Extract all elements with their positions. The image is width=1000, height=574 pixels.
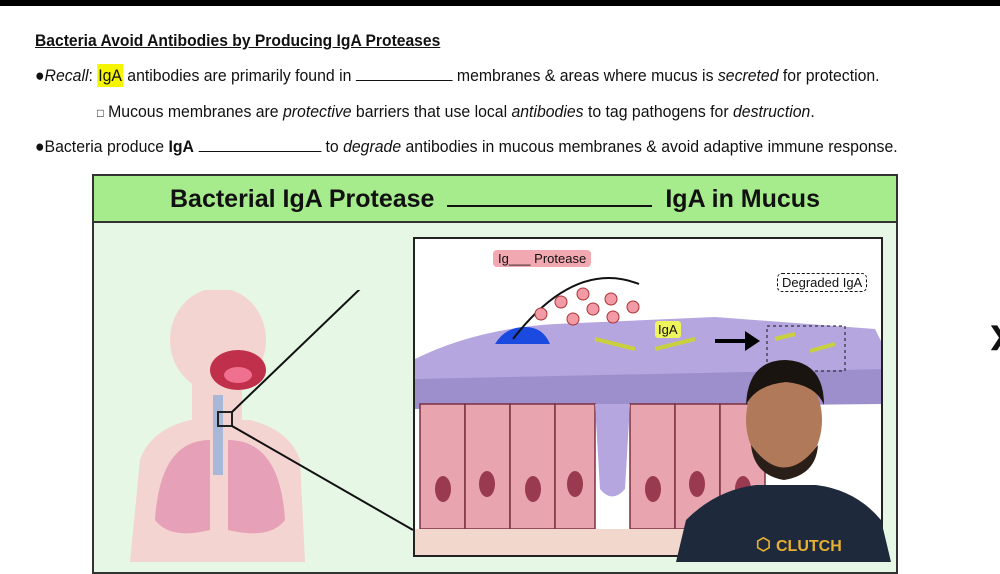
shirt-logo-text: CLUTCH [776,538,842,555]
human-respiratory-illustration [130,290,414,562]
text-italic: secreted [717,66,779,85]
text: antibodies are primarily found in [122,66,356,85]
title-left: Bacterial IgA Protease [169,185,435,213]
degraded-iga-label: Degraded IgA [777,273,868,292]
diagram-title: Bacterial IgA Protease IgA in Mucus [94,176,896,223]
bullet: ● [35,66,45,85]
text-bold: IgA [168,137,194,156]
sub-bullet: □ Mucous membranes are protective barrie… [97,102,815,122]
highlighted-iga: IgA [97,64,123,87]
text: membranes & areas where mucus is [452,66,718,85]
fill-blank [198,138,322,152]
text-italic: destruction [732,102,811,121]
text: . [810,102,815,121]
text-italic: protective [283,102,352,121]
shirt-logo: ⬡ [756,535,771,554]
bullet: ● [35,137,45,156]
text: Bacteria produce [44,137,169,156]
fill-blank [447,185,653,207]
text: for protection. [778,66,880,85]
cursor-arrow-icon: ❯ [988,322,1000,351]
page-title: Bacteria Avoid Antibodies by Producing I… [35,31,441,50]
text: barriers that use local [351,102,512,121]
bullet-bacteria: ●Bacteria produce IgA to degrade antibod… [35,137,898,157]
bullet-recall: ●Recall: IgA antibodies are primarily fo… [35,64,880,87]
iga-label: IgA [655,321,681,338]
title-right: IgA in Mucus [665,185,820,213]
protease-label: Ig___ Protease [493,250,592,267]
text: antibodies in mucous membranes & avoid a… [401,137,898,156]
text: to [321,137,344,156]
recall-label: Recall [44,66,89,85]
text-italic: antibodies [511,102,584,121]
fill-blank [355,67,453,81]
text: to tag pathogens for [583,102,733,121]
top-bar [0,0,1000,6]
text: Mucous membranes are [103,102,284,121]
square-bullet-icon: □ [97,106,104,120]
colon: : [88,66,98,85]
text-italic: degrade [343,137,402,156]
presenter-video: ⬡ CLUTCH [676,360,891,562]
